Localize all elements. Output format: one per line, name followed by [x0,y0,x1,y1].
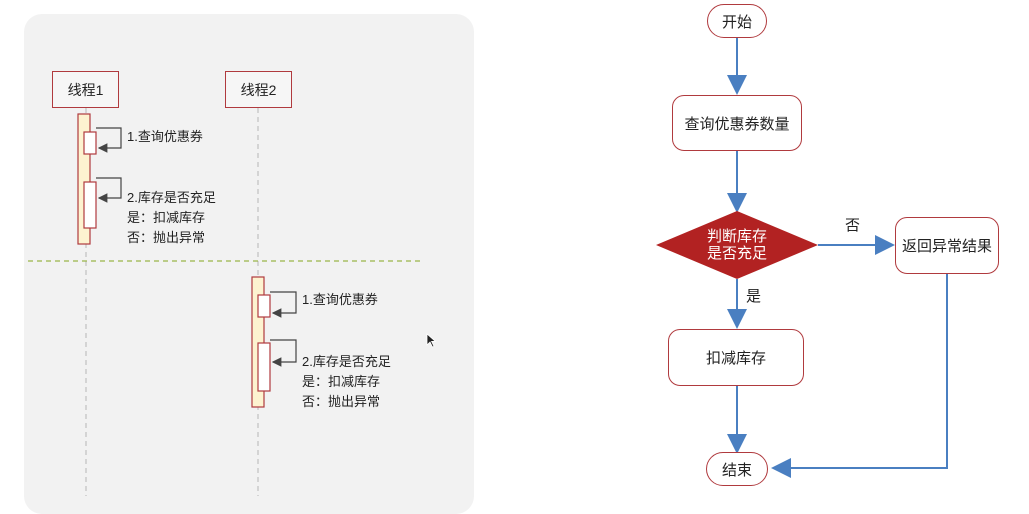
end-node: 结束 [706,452,768,486]
decision-label-line2: 是否充足 [706,245,767,262]
thread2-step1-label: 1.查询优惠券 [302,292,378,307]
mouse-cursor-icon [426,333,437,348]
thread1-step2-arrow [96,177,122,203]
thread2-box: 线程2 [225,71,292,108]
thread1-step2-line3: 否：抛出异常 [127,230,206,245]
thread1-step2-line1: 2.库存是否充足 [127,190,216,205]
thread1-step1-arrow [96,127,122,153]
thread1-box: 线程1 [52,71,119,108]
thread1-step2-labels: 2.库存是否充足 是：扣减库存 否：抛出异常 [127,188,216,248]
diagram-lines [28,38,948,496]
thread1-step2-activation [83,181,97,229]
no-branch-label: 否 [845,217,861,234]
start-node: 开始 [707,4,767,38]
thread2-step2-line1: 2.库存是否充足 [302,354,391,369]
thread1-step1-label: 1.查询优惠券 [127,129,203,144]
query-node: 查询优惠券数量 [672,95,802,151]
end-label: 结束 [721,461,752,479]
thread2-step1-arrow [270,291,297,318]
thread1-step1-activation [83,131,97,155]
decision-label-line1: 判断库存 [706,228,767,245]
thread2-step2-activation [257,342,271,392]
yes-branch-label: 是 [746,288,762,305]
thread2-step2-arrow [270,339,297,367]
thread1-label: 线程1 [67,81,104,98]
error-result-label: 返回异常结果 [901,238,992,255]
decision-label: 判断库存 是否充足 [677,228,797,262]
deduct-node: 扣减库存 [668,329,804,386]
arrow-error-to-end [771,274,948,478]
thread2-label: 线程2 [240,81,277,98]
thread2-step2-line2: 是：扣减库存 [302,374,381,389]
deduct-label: 扣减库存 [705,350,766,367]
thread2-step2-labels: 2.库存是否充足 是：扣减库存 否：抛出异常 [302,352,391,412]
thread2-step2-line3: 否：抛出异常 [302,394,381,409]
thread2-step1-activation [257,294,271,318]
start-label: 开始 [721,13,752,31]
decision-diamond [656,211,818,279]
error-result-node: 返回异常结果 [895,217,999,274]
query-label: 查询优惠券数量 [684,115,790,133]
thread1-step2-line2: 是：扣减库存 [127,210,206,225]
